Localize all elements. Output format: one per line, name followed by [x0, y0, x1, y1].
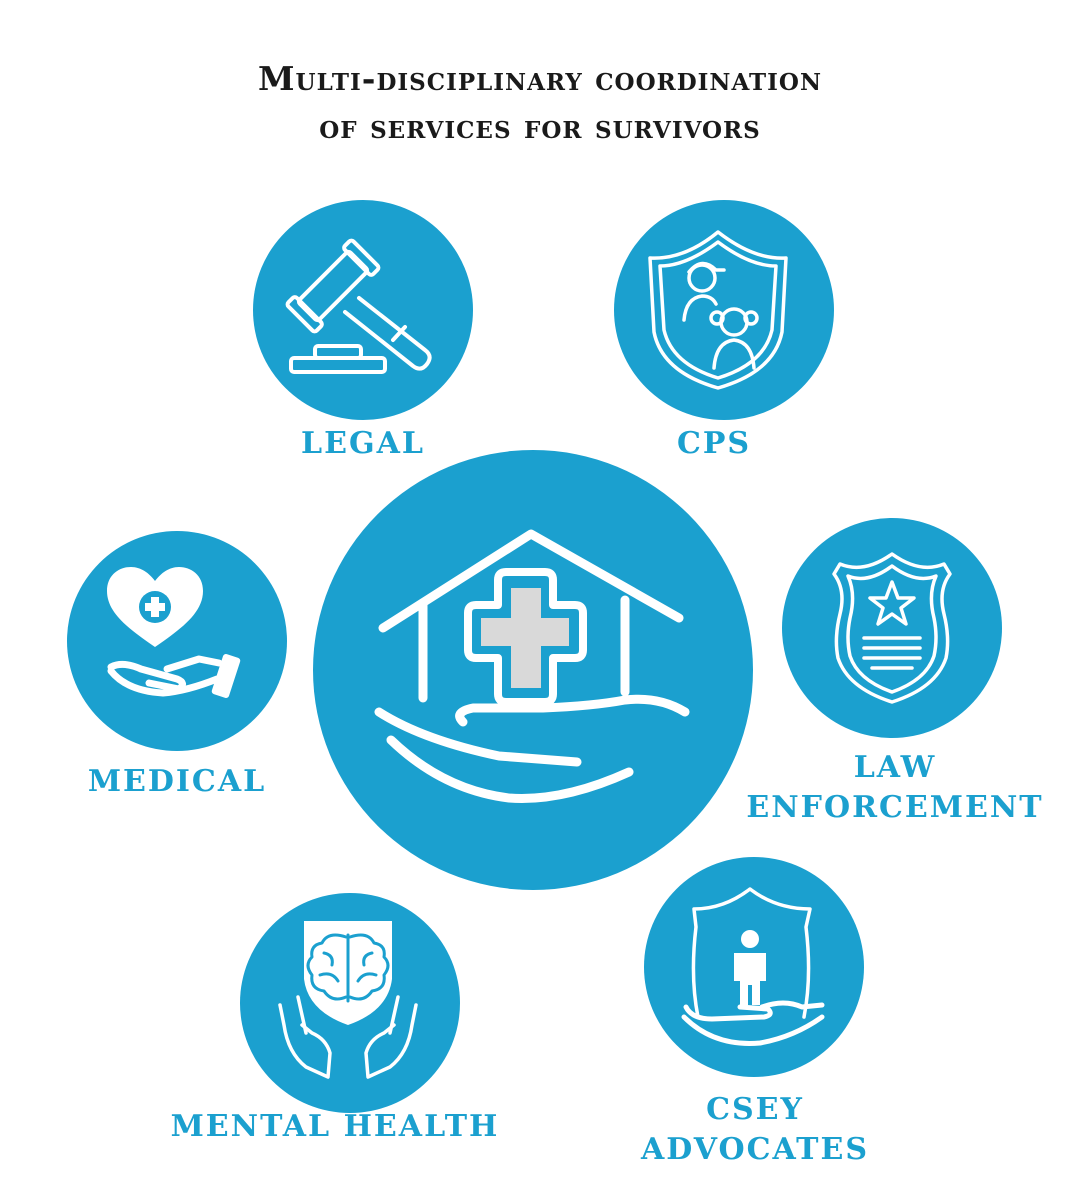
center-circle: [313, 450, 753, 890]
law-enforcement-label-line-1: LAW: [853, 750, 937, 785]
brain-hands-icon: [278, 921, 418, 1079]
title-line-2: of services for survivors: [319, 107, 761, 146]
legal-label: LEGAL: [301, 426, 425, 461]
page-title: Multi-disciplinary coordination of servi…: [0, 55, 1080, 151]
medical-label: MEDICAL: [87, 764, 267, 799]
heart-hand-icon: [107, 567, 241, 698]
mental-health-circle: [240, 893, 460, 1113]
cps-label: CPS: [676, 426, 752, 461]
cps-circle: [614, 200, 834, 420]
gavel-icon: [285, 238, 432, 374]
csey-advocates-label: CSEY ADVOCATES: [620, 1090, 890, 1170]
law-enforcement-label-line-2: ENFORCEMENT: [746, 790, 1044, 825]
police-badge-icon: [832, 552, 952, 704]
mental-health-label: MENTAL HEALTH: [170, 1109, 500, 1144]
person-shield-hand-icon: [681, 887, 825, 1046]
legal-circle: [253, 200, 473, 420]
csey-advocates-label-line-2: ADVOCATES: [640, 1132, 869, 1167]
medical-circle: [67, 531, 287, 751]
title-line-1: Multi-disciplinary coordination: [258, 59, 822, 98]
law-enforcement-circle: [782, 518, 1002, 738]
csey-advocates-label-line-1: CSEY: [706, 1092, 804, 1127]
law-enforcement-label: LAW ENFORCEMENT: [740, 748, 1050, 828]
csey-advocates-circle: [644, 857, 864, 1077]
house-care-icon: [374, 529, 690, 803]
child-shield-icon: [648, 230, 788, 390]
